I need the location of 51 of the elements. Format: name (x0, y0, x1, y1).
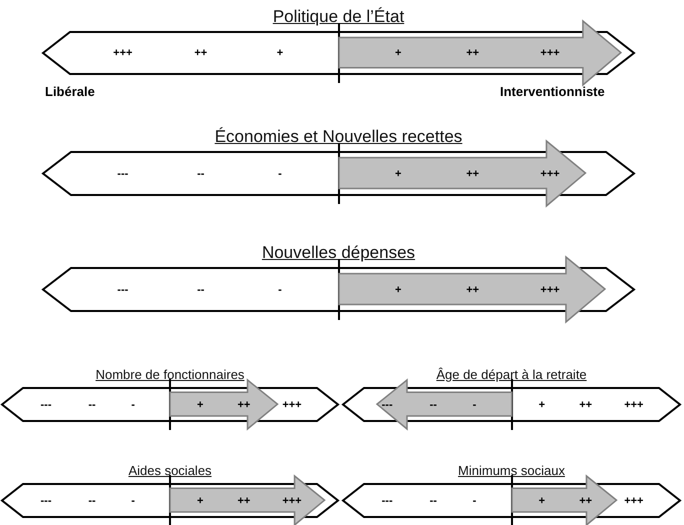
scale-mark: + (276, 47, 284, 59)
scale-mark: -- (197, 284, 204, 296)
scale-title: Économies et Nouvelles recettes (214, 127, 462, 147)
scale-mark: -- (430, 398, 437, 410)
scale-mark: -- (430, 494, 437, 506)
scale-mark: +++ (540, 284, 560, 296)
scale-mark: +++ (624, 398, 644, 410)
scale-mark: + (197, 494, 204, 506)
scale-mark: - (131, 398, 135, 410)
scale-mark: +++ (282, 398, 302, 410)
scale-mark: - (472, 494, 476, 506)
scale-mark: ++ (194, 47, 208, 59)
scale-mark: +++ (624, 494, 644, 506)
scale-mark: --- (382, 398, 393, 410)
scale-mark: +++ (540, 47, 560, 59)
scale-mark: + (197, 398, 204, 410)
axis-end-label: Libérale (45, 84, 95, 99)
scale-mark: + (538, 494, 546, 506)
scale-mark: -- (88, 494, 96, 506)
scale-title: Aides sociales (128, 463, 212, 478)
scale-mark: --- (40, 494, 52, 506)
scale-title: Minimums sociaux (458, 463, 565, 478)
scale-mark: ++ (237, 494, 250, 506)
scale-title: Nouvelles dépenses (262, 243, 416, 263)
scale-mark: ++ (579, 398, 592, 410)
scale-mark: ++ (237, 398, 250, 410)
scale-mark: --- (40, 398, 52, 410)
scale-title: Âge de départ à la retraite (436, 367, 587, 382)
scale-mark: - (131, 494, 135, 506)
scale-mark: + (394, 284, 402, 296)
scale-mark: --- (117, 284, 128, 296)
scale-mark: ++ (466, 168, 480, 180)
scale-mark: --- (382, 494, 393, 506)
scale-mark: - (472, 398, 476, 410)
scale-mark: +++ (282, 494, 302, 506)
scale-mark: - (278, 168, 282, 180)
scale-title: Politique de l’État (272, 7, 404, 27)
scale-mark: ++ (466, 47, 480, 59)
scale-title: Nombre de fonctionnaires (96, 367, 244, 382)
scale-mark: +++ (113, 47, 132, 59)
scale-mark: +++ (540, 168, 560, 180)
scale-mark: ++ (579, 494, 592, 506)
scale-mark: -- (197, 168, 204, 180)
scale-mark: ++ (466, 284, 480, 296)
axis-end-label: Interventionniste (500, 84, 605, 99)
scale-mark: - (278, 284, 282, 296)
scale-mark: + (538, 398, 546, 410)
scale-mark: + (394, 47, 402, 59)
scale-mark: + (394, 168, 402, 180)
scale-mark: -- (88, 398, 96, 410)
scale-mark: --- (117, 168, 128, 180)
